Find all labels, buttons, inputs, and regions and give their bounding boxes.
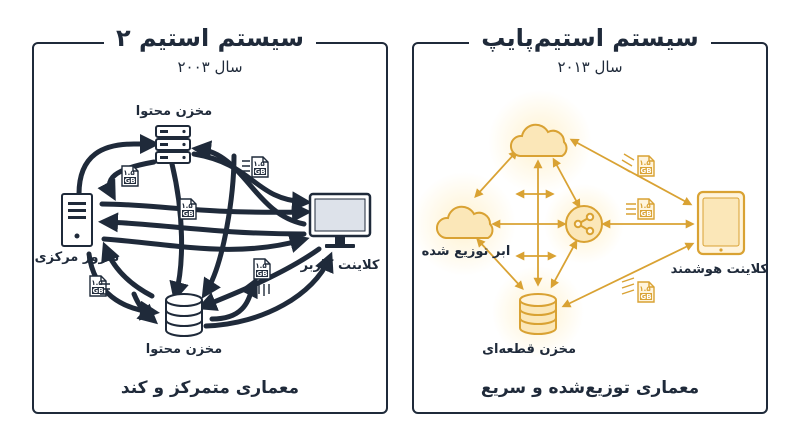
bottom-content-store-label: مخزن محتوا [145,342,223,357]
database-icon [519,293,557,335]
file-gb-icon [89,156,271,297]
tablet-icon [696,190,746,256]
arrow-top-store-to-bottom [169,161,189,302]
distributed-cloud-label: ابر توزیع شده [421,244,511,259]
file-unit-label: GB [92,287,103,295]
arrow-bottom-to-client [203,251,334,329]
arrow-client-to-top-store [191,140,307,227]
file-unit-label: GB [182,210,193,218]
file-size-label: ۱.۵ [414,44,420,46]
server-tower-icon [61,193,93,247]
file-size-label: ۱.۵ [123,169,135,177]
arrow-cloud-left-to-chunk [476,238,524,290]
arrow-chunk-to-smart-client [561,242,695,308]
steampipe-year: سال ۲۰۱۳ [557,58,623,76]
arrow-client-to-server-1 [98,212,307,237]
server-rack-icon [155,125,191,164]
chunk-store-label: مخزن قطعه‌ای [482,342,576,357]
monitor-icon [308,192,372,248]
arrow-top-store-to-server [97,159,157,202]
steam2-footer: معماری متمرکز و کند [120,378,300,398]
smart-client-label: کلاینت هوشمند [670,262,768,277]
arrow-top-to-bottom-2 [201,153,237,299]
arrow-bottom-left-loop [131,291,159,325]
file-size-label: ۱.۵ [639,202,651,210]
file-unit-label: GB [256,270,267,278]
steam2-year: سال ۲۰۰۳ [177,58,243,76]
share-hub-icon [565,205,603,243]
file-unit-label: GB [254,168,265,176]
steampipe-footer: معماری توزیع‌شده و سریع [480,378,700,398]
central-server-label: سرور مرکزی [34,250,120,265]
arrow-bottom-right-loop [209,276,258,322]
arrow-server-to-client-2 [101,233,310,253]
steam2-panel: سیستم استیم ۲ سال ۲۰۰۳ [32,24,388,414]
arrow-server-to-top-store [76,134,160,197]
arrow-cloud-top-to-smart-client [569,138,693,206]
file-size-label: ۱.۵ [255,262,267,270]
arrow-client-to-bottom [196,246,322,311]
database-icon [165,293,203,337]
file-size-label: ۱.۵ [181,202,193,210]
file-unit-label: GB [414,44,420,46]
file-size-label: ۱.۵ [253,160,265,168]
file-unit-label: GB [640,210,651,218]
file-unit-label: GB [414,44,420,46]
file-unit-label: GB [640,167,651,175]
file-unit-label: GB [124,177,135,185]
file-unit-label: GB [640,293,651,301]
arrow-top-store-to-client [191,151,312,212]
top-content-store-label: مخزن محتوا [135,104,213,119]
file-size-label: ۱.۵ [91,279,103,287]
file-size-label: ۱.۵ [639,159,651,167]
user-client-label: کلاینت کاربر [300,258,380,273]
file-gb-icon [619,153,655,303]
file-size-label: ۱.۵ [414,44,420,46]
file-size-label: ۱.۵ [639,285,651,293]
arrow-bottom-to-server [101,241,155,299]
arrow-cloud-top-to-cloud-left [474,150,518,198]
steampipe-panel: سیستم استیم‌پایپ سال ۲۰۱۳ [412,24,768,414]
